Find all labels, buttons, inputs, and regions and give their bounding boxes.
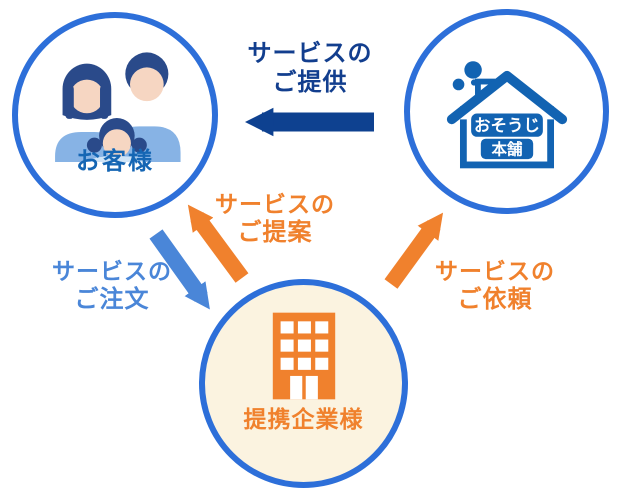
- request-label-line2: ご依頼: [457, 285, 533, 313]
- order-label-line1: サービスの: [52, 258, 172, 284]
- building-icon: [205, 307, 402, 405]
- customer-label: お客様: [76, 148, 154, 175]
- propose-label-line1: サービスの: [215, 191, 335, 217]
- honpo-logo-line2: 本舗: [491, 139, 523, 158]
- propose-label-line2: ご提案: [237, 218, 313, 246]
- customer-circle: お客様: [12, 12, 218, 218]
- honpo-logo-line1: おそうじ: [474, 117, 540, 135]
- partner-label: 提携企業様: [243, 406, 364, 432]
- request-label: サービスの ご依頼: [423, 258, 567, 314]
- partner-circle: 提携企業様: [199, 279, 408, 488]
- building-illustration: [272, 312, 335, 400]
- order-label-line2: ご注文: [74, 285, 150, 313]
- provide-label: サービスの ご提供: [238, 40, 382, 98]
- house-logo-icon: おそうじ 本舗: [410, 59, 603, 171]
- provide-label-line2: ご提供: [272, 68, 348, 96]
- propose-label: サービスの ご提案: [203, 191, 347, 247]
- honpo-logo: おそうじ 本舗: [446, 61, 567, 169]
- honpo-circle: おそうじ 本舗: [404, 9, 609, 214]
- provide-label-line1: サービスの: [247, 40, 373, 67]
- order-label: サービスの ご注文: [42, 258, 182, 314]
- family-icon: [18, 44, 212, 162]
- family-illustration: [55, 52, 181, 162]
- request-label-line1: サービスの: [435, 258, 555, 284]
